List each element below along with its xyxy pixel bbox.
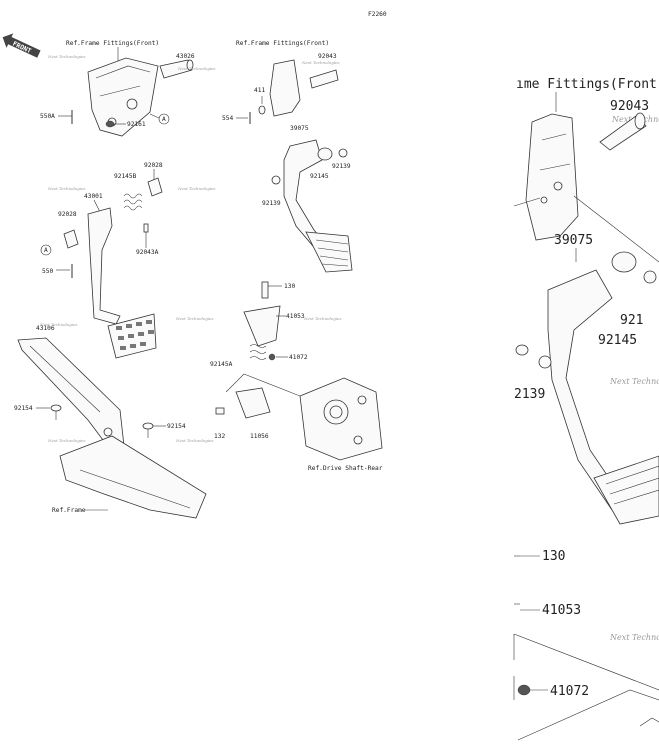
zoom-watermark-2: Next Technologies: [609, 377, 659, 386]
right-panel: ıme Fittings(Front) 92043 Next Technolog…: [513, 77, 659, 741]
label-43026: 43026: [176, 53, 195, 60]
upper-bracket: [269, 59, 339, 117]
zoom-accelerator-pedal: [538, 269, 659, 525]
zoom-label-921-partial: 921: [620, 313, 643, 328]
label-92145: 92145: [310, 173, 329, 180]
drive-shaft-housing: [299, 377, 383, 461]
svg-text:Next Technologies: Next Technologies: [177, 66, 215, 71]
svg-text:Next Technologies: Next Technologies: [177, 186, 215, 191]
zoom-watermark-3: Next Technologies: [609, 633, 659, 642]
label-411: 411: [254, 87, 265, 94]
ref-frame-fittings-label: Ref.Frame Fittings(Front): [66, 40, 159, 47]
svg-text:Next Technologies: Next Technologies: [39, 322, 77, 327]
label-554: 554: [222, 115, 233, 122]
label-92139-a: 92139: [332, 163, 351, 170]
label-92154-b: 92154: [167, 423, 186, 430]
marker-a-top: A: [162, 116, 166, 123]
label-41072: 41072: [289, 354, 308, 361]
label-92043: 92043: [318, 53, 337, 60]
label-92028-a: 92028: [144, 162, 163, 169]
svg-text:Next Technologies: Next Technologies: [175, 438, 213, 443]
label-43106: 43106: [36, 325, 55, 332]
label-92028-b: 92028: [58, 211, 77, 218]
label-132: 132: [214, 433, 225, 440]
frame-section: [59, 435, 207, 519]
label-92043a: 92043A: [136, 249, 159, 256]
label-43001: 43001: [84, 193, 103, 200]
svg-text:Next Technologies: Next Technologies: [303, 316, 341, 321]
svg-text:Next Technologies: Next Technologies: [47, 54, 85, 59]
left-panel: F2260 FRONT Ref.Frame Fittings(Front) 43…: [2, 11, 387, 519]
zoom-ref-fittings-label: ıme Fittings(Front): [516, 77, 659, 92]
label-92154-a: 92154: [14, 405, 33, 412]
label-92145a: 92145A: [210, 361, 233, 368]
watermarks-left: Next Technologies Next Technologies Next…: [39, 54, 341, 443]
label-130: 130: [284, 283, 295, 290]
diagram-code: F2260: [368, 11, 387, 18]
svg-text:Next Technologies: Next Technologies: [47, 186, 85, 191]
svg-text:Next Technologies: Next Technologies: [175, 316, 213, 321]
svg-text:Next Technologies: Next Technologies: [47, 438, 85, 443]
zoom-label-39075: 39075: [554, 233, 593, 248]
zoom-label-41072: 41072: [550, 684, 589, 699]
label-41053: 41053: [286, 313, 305, 320]
front-badge: FRONT: [2, 33, 41, 58]
ref-drive-shaft-label: Ref.Drive Shaft-Rear: [308, 465, 383, 472]
ref-frame-label: Ref.Frame: [52, 507, 86, 514]
ref-frame-fittings-label-2: Ref.Frame Fittings(Front): [236, 40, 329, 47]
zoom-label-92139: 2139: [514, 387, 545, 402]
zoom-label-41053: 41053: [542, 603, 581, 618]
label-550a: 550A: [40, 113, 55, 120]
zoom-label-92043: 92043: [610, 99, 649, 114]
pin-43026: [159, 59, 194, 79]
zoom-label-130: 130: [542, 549, 565, 564]
pedal-bracket: [87, 57, 159, 137]
marker-a-bottom: A: [44, 247, 48, 254]
zoom-label-92145: 92145: [598, 333, 637, 348]
label-92139-b: 92139: [262, 200, 281, 207]
label-39075: 39075: [290, 125, 309, 132]
parking-lever: [17, 337, 125, 453]
brake-pedal: [87, 207, 157, 359]
label-92145b: 92145B: [114, 173, 137, 180]
label-11056: 11056: [250, 433, 269, 440]
label-550: 550: [42, 268, 53, 275]
zoom-upper-bracket: [513, 112, 659, 263]
svg-text:Next Technologies: Next Technologies: [301, 60, 339, 65]
front-badge-text: FRONT: [11, 40, 32, 56]
accelerator-pedal: [283, 139, 353, 273]
label-92161: 92161: [127, 121, 146, 128]
